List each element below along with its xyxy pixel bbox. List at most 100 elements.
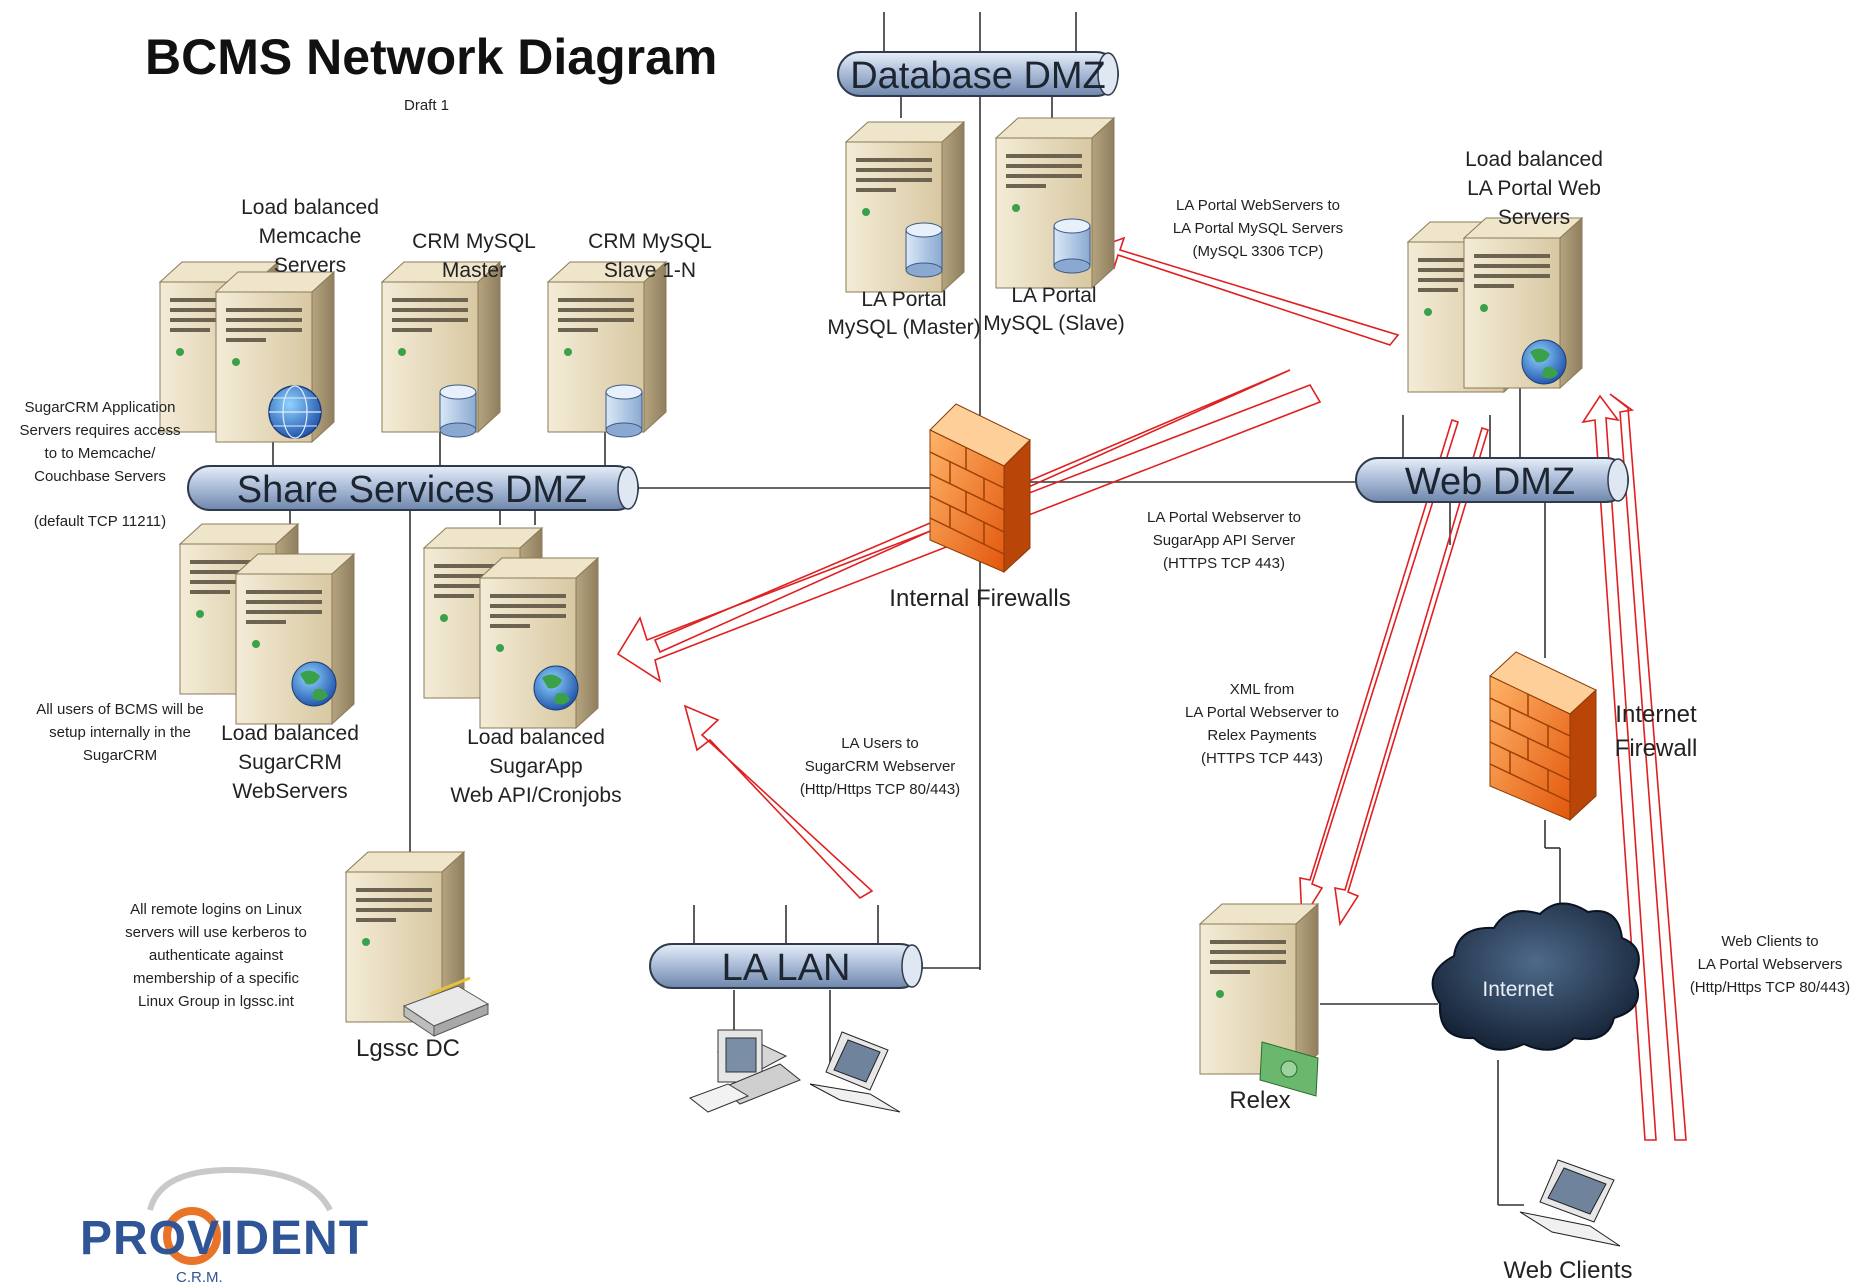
cloud-icon [1431,902,1640,1051]
database-icon [439,384,477,438]
logo-subtext: C.R.M. [176,1269,223,1284]
note-remote-logins-3: authenticate against [149,947,284,964]
sugarapp-label-3: Web API/Cronjobs [450,784,621,807]
web-clients-label: Web Clients [1504,1257,1633,1284]
sugarcrm-web-label-2: SugarCRM [238,751,342,774]
sugarcrm-web-label-3: WebServers [232,780,347,803]
sugarapp-servers [423,527,599,729]
sugarapp-label-1: Load balanced [467,726,605,749]
database-icon [1053,218,1091,274]
firewall-icon [929,403,1031,574]
crm-mysql-master-label-1: CRM MySQL [412,230,536,253]
provident-logo: PROVIDENT C.R.M. [80,1166,369,1284]
note-remote-logins-1: All remote logins on Linux [130,901,302,918]
annotations: SugarCRM Application Servers requires ac… [20,197,1851,1010]
la-portal-master-label-1: LA Portal [861,288,946,311]
crm-mysql-master-server [381,261,501,438]
note-xml-relex-4: (HTTPS TCP 443) [1201,750,1323,767]
crm-mysql-slave-label-1: CRM MySQL [588,230,712,253]
note-la-users-1: LA Users to [841,735,919,752]
arrow-web-clients-2 [1609,393,1687,1141]
sugarapp-label-2: SugarApp [489,755,582,778]
memcache-label-3: Servers [274,254,346,277]
globe-icon [1521,339,1567,385]
memcache-label-2: Memcache [259,225,362,248]
laptop-icon [1519,1159,1621,1247]
diagram-title: BCMS Network Diagram [145,29,717,85]
la-portal-master-label-2: MySQL (Master) [827,316,980,339]
note-web-clients-3: (Http/Https TCP 80/443) [1690,979,1850,996]
internet-firewall-label-2: Firewall [1615,735,1698,762]
note-sugarcrm-access-3: to to Memcache/ [45,445,157,462]
la-portal-slave-label-1: LA Portal [1011,284,1096,307]
la-portal-web-servers [1407,217,1583,393]
note-portal-to-api-2: SugarApp API Server [1153,532,1296,549]
firewall-icon [1489,651,1597,822]
relex-server [1199,903,1319,1097]
database-icon [605,384,643,438]
arrow-portal-to-api [616,384,1322,683]
bus-share-services-dmz: Share Services DMZ [187,465,639,511]
money-icon [1259,1041,1319,1097]
note-web-clients-1: Web Clients to [1721,933,1818,950]
bus-label-web-dmz: Web DMZ [1405,461,1575,503]
note-portal-to-api-3: (HTTPS TCP 443) [1163,555,1285,572]
note-remote-logins-2: servers will use kerberos to [125,924,307,941]
bus-label-share-services-dmz: Share Services DMZ [237,469,588,511]
note-xml-relex-3: Relex Payments [1207,727,1316,744]
router-icon [402,976,490,1037]
note-web-clients-2: LA Portal Webservers [1698,956,1843,973]
note-remote-logins-4: membership of a specific [133,970,299,987]
lgssc-dc-label: Lgssc DC [356,1035,460,1062]
note-portal-to-mysql-2: LA Portal MySQL Servers [1173,220,1343,237]
la-portal-web-label-3: Servers [1498,206,1570,229]
arrow-xml-relex-2 [1334,426,1489,927]
sugarcrm-web-label-1: Load balanced [221,722,359,745]
note-sugarcrm-access-1: SugarCRM Application [25,399,176,416]
note-la-users-3: (Http/Https TCP 80/443) [800,781,960,798]
bus-la-lan: LA LAN [649,943,923,989]
database-icon [905,222,943,278]
note-portal-to-api-1: LA Portal Webserver to [1147,509,1301,526]
bus-label-database-dmz: Database DMZ [850,55,1106,97]
sugarcrm-webservers [179,523,355,725]
note-xml-relex-2: LA Portal Webserver to [1185,704,1339,721]
laptop-icon [809,1031,901,1113]
la-portal-slave-label-2: MySQL (Slave) [983,312,1125,335]
logo-text: PROVIDENT [80,1212,369,1265]
memcache-label-1: Load balanced [241,196,379,219]
crm-mysql-slave-server [547,261,667,438]
crm-mysql-master-label-2: Master [442,259,506,282]
note-all-users-3: SugarCRM [83,747,157,764]
lgssc-dc-server [345,851,490,1037]
relex-label: Relex [1229,1087,1290,1114]
internet-firewall: Internet Firewall [1489,651,1698,822]
bus-database-dmz: Database DMZ [837,51,1119,97]
note-la-users-2: SugarCRM Webserver [805,758,956,775]
diagram-subtitle: Draft 1 [404,97,449,114]
note-portal-to-mysql-3: (MySQL 3306 TCP) [1193,243,1324,260]
memcache-servers [159,261,335,443]
desktop-pc-icon [688,1029,801,1113]
arrow-web-clients-1 [1581,394,1657,1141]
globe-icon [291,661,337,707]
internal-firewalls-label: Internal Firewalls [889,585,1070,612]
note-xml-relex-1: XML from [1230,681,1294,698]
globe-icon [533,665,579,711]
note-remote-logins-5: Linux Group in lgssc.int [138,993,295,1010]
note-portal-to-mysql-1: LA Portal WebServers to [1176,197,1340,214]
globe-icon [268,385,322,439]
internet-firewall-label-1: Internet [1615,701,1697,728]
note-sugarcrm-access-4: Couchbase Servers [34,468,166,485]
crm-mysql-slave-label-2: Slave 1-N [604,259,696,282]
note-all-users-2: setup internally in the [49,724,191,741]
bus-label-la-lan: LA LAN [722,947,851,989]
internet-label: Internet [1482,978,1553,1001]
note-default-tcp: (default TCP 11211) [34,513,166,530]
la-portal-slave-server [995,117,1115,289]
internet-cloud: Internet [1431,902,1640,1051]
la-portal-master-server [845,121,965,293]
bus-web-dmz: Web DMZ [1355,457,1629,503]
note-all-users-1: All users of BCMS will be [36,701,204,718]
